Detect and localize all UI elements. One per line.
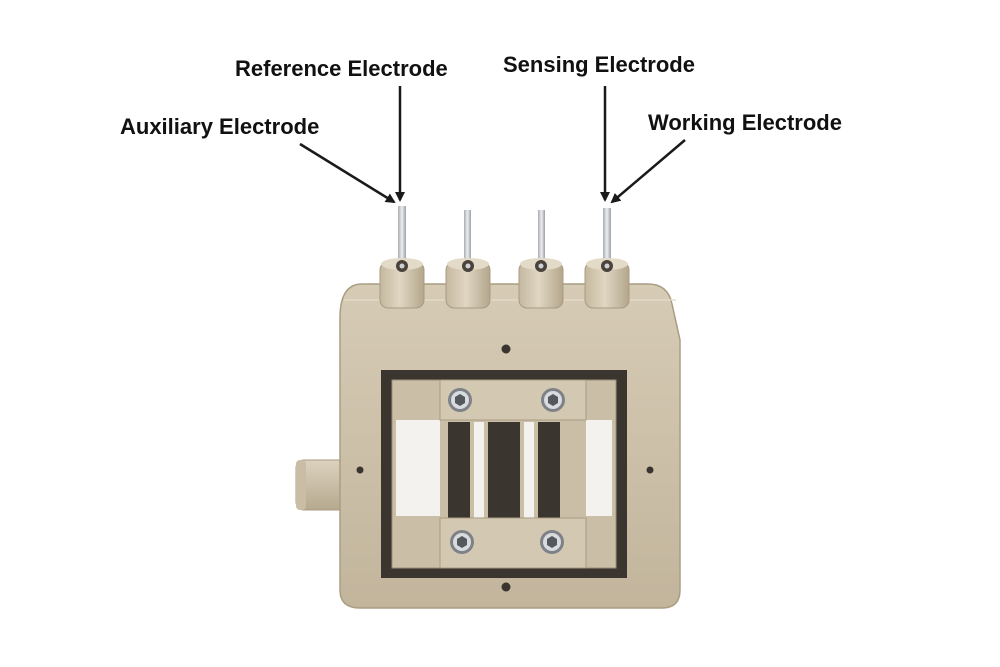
working-rod <box>603 208 611 268</box>
pointer-arrows <box>299 86 686 204</box>
hex-socket-screw-icon <box>450 530 474 554</box>
electrode-caps <box>379 258 630 309</box>
reference-rod <box>464 210 471 268</box>
sensing-rod <box>538 210 545 268</box>
side-knob <box>295 459 349 511</box>
hex-socket-screw-icon <box>541 388 565 412</box>
clamp-window <box>381 370 627 578</box>
auxiliary-cap <box>379 258 425 309</box>
working-electrode-label: Working Electrode <box>648 110 842 135</box>
electrode-rods <box>398 206 611 268</box>
reference-cap <box>445 258 491 309</box>
sensing-cap <box>518 258 564 309</box>
auxiliary-electrode-label: Auxiliary Electrode <box>120 114 320 139</box>
hex-socket-screw-icon <box>448 388 472 412</box>
auxiliary-arrow <box>299 142 396 204</box>
working-cap <box>584 258 630 309</box>
working-arrow <box>610 139 686 204</box>
hex-socket-screw-icon <box>540 530 564 554</box>
reference-electrode-label: Reference Electrode <box>235 56 448 81</box>
auxiliary-rod <box>398 206 406 268</box>
screws <box>448 388 565 554</box>
sensing-electrode-label: Sensing Electrode <box>503 52 695 77</box>
